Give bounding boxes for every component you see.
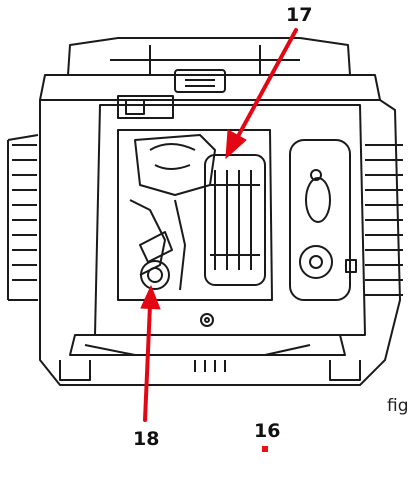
left-foot xyxy=(59,360,91,381)
left-vents xyxy=(7,134,39,301)
front-panel xyxy=(94,104,366,336)
callout-arrows xyxy=(140,28,298,422)
lower-frame xyxy=(69,334,346,356)
maintenance-opening xyxy=(117,129,273,301)
switch-box xyxy=(117,95,174,119)
spark-plug-cap xyxy=(140,260,170,290)
arrow-18-shaft xyxy=(143,303,152,422)
page-mark xyxy=(262,446,268,452)
page-number: 16 xyxy=(254,420,281,442)
center-bolt xyxy=(200,313,214,327)
right-vents xyxy=(365,144,403,296)
instrument-plate xyxy=(289,139,351,301)
air-filter-housing xyxy=(204,154,266,286)
right-foot xyxy=(329,360,361,381)
right-side-panel xyxy=(300,99,401,386)
air-filter-grid xyxy=(210,170,260,270)
callout-18: 18 xyxy=(133,428,160,450)
figure-caption: fig xyxy=(387,396,408,416)
left-side-panel xyxy=(39,100,118,386)
fuel-dial xyxy=(299,245,333,279)
control-panel-top xyxy=(174,69,226,93)
arrow-17-head xyxy=(225,129,247,160)
upper-housing xyxy=(39,74,381,101)
callout-17: 17 xyxy=(286,4,313,26)
arrow-17-shaft xyxy=(234,28,298,142)
arrow-18-head xyxy=(140,284,161,310)
